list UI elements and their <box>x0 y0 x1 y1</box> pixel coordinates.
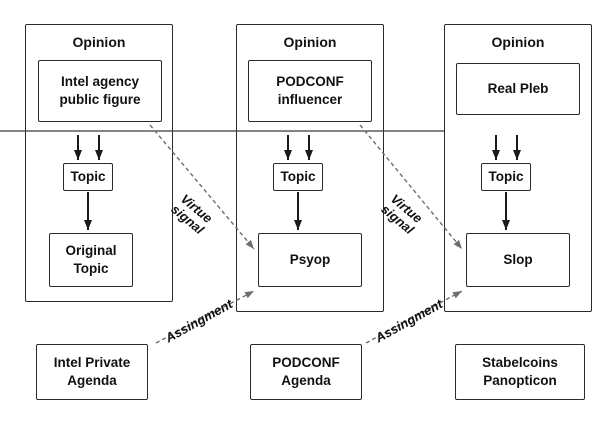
node-podconf-agenda: PODCONF Agenda <box>250 344 362 400</box>
node-topic-2: Topic <box>273 163 323 191</box>
edge-label-virtue-signal-2: Virtue signal <box>378 191 426 237</box>
edge-label-assignment-1: Assingment <box>162 296 236 346</box>
opinion-label-1: Opinion <box>72 34 126 50</box>
node-real-pleb: Real Pleb <box>456 63 580 115</box>
opinion-label-3: Opinion <box>491 34 545 50</box>
node-topic-3: Topic <box>481 163 531 191</box>
node-intel-private-agenda: Intel Private Agenda <box>36 344 148 400</box>
node-original-topic: Original Topic <box>49 233 133 287</box>
node-intel-agency-public-figure: Intel agency public figure <box>38 60 162 122</box>
node-slop: Slop <box>466 233 570 287</box>
opinion-label-2: Opinion <box>283 34 337 50</box>
edge-label-virtue-signal-1: Virtue signal <box>168 191 216 237</box>
node-stabelcoins-panopticon: Stabelcoins Panopticon <box>455 344 585 400</box>
node-topic-1: Topic <box>63 163 113 191</box>
node-psyop: Psyop <box>258 233 362 287</box>
node-podconf-influencer: PODCONF influencer <box>248 60 372 122</box>
